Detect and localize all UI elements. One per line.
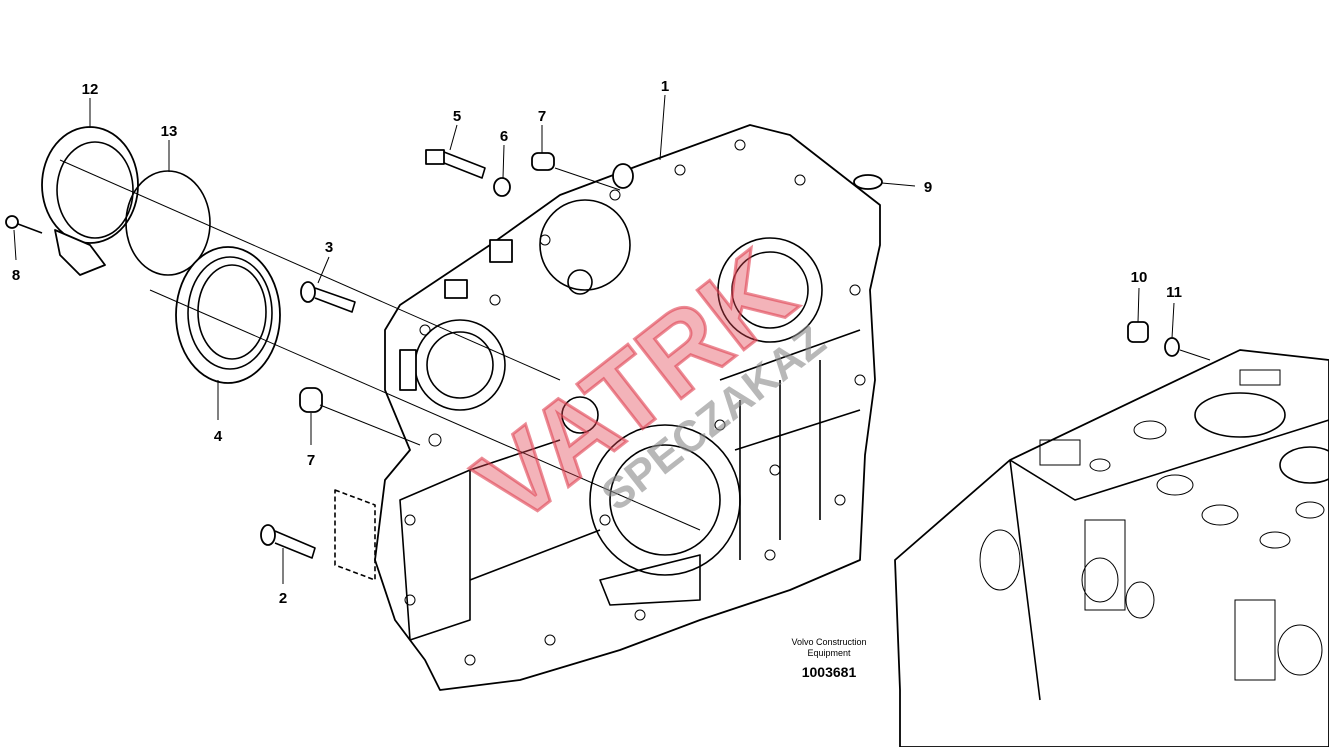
washer-6 [493, 177, 511, 197]
callout-7-left: 7 [307, 452, 315, 469]
callout-5: 5 [453, 108, 461, 125]
callout-8: 8 [12, 267, 20, 284]
dowel-7-top [531, 152, 555, 171]
callout-4: 4 [214, 428, 223, 445]
drawing-caption: Volvo Construction Equipment 1003681 [791, 637, 866, 680]
callout-11: 11 [1166, 284, 1182, 301]
bolt-8 [5, 215, 43, 234]
caption-line-2: Equipment [807, 648, 851, 658]
drawing-number: 1003681 [802, 664, 857, 680]
callout-9: 9 [924, 179, 932, 196]
washer-11 [1164, 337, 1180, 357]
plug-9 [853, 174, 883, 190]
callout-labels: 1 2 3 4 5 6 7 7 8 9 10 11 12 13 [12, 78, 1182, 607]
caption-line-1: Volvo Construction [791, 637, 866, 647]
timing-cover [374, 124, 881, 691]
callout-2: 2 [279, 590, 287, 607]
bolt-5 [425, 149, 486, 179]
callout-12: 12 [82, 81, 99, 98]
callout-7-top: 7 [538, 108, 546, 125]
callout-3: 3 [325, 239, 333, 256]
o-ring-13 [125, 170, 211, 276]
leader-lines [13, 94, 1211, 584]
callout-10: 10 [1131, 269, 1148, 286]
callout-1: 1 [661, 78, 669, 95]
bolt-2 [260, 524, 316, 559]
bolt-3 [300, 281, 356, 313]
seal-cover-12 [41, 126, 139, 276]
callout-6: 6 [500, 128, 508, 145]
engine-block [894, 349, 1329, 747]
oil-seal-4 [175, 246, 281, 384]
gasket [334, 489, 376, 581]
callout-13: 13 [161, 123, 178, 140]
plug-10 [1127, 321, 1149, 343]
dowel-7-left [299, 387, 323, 413]
